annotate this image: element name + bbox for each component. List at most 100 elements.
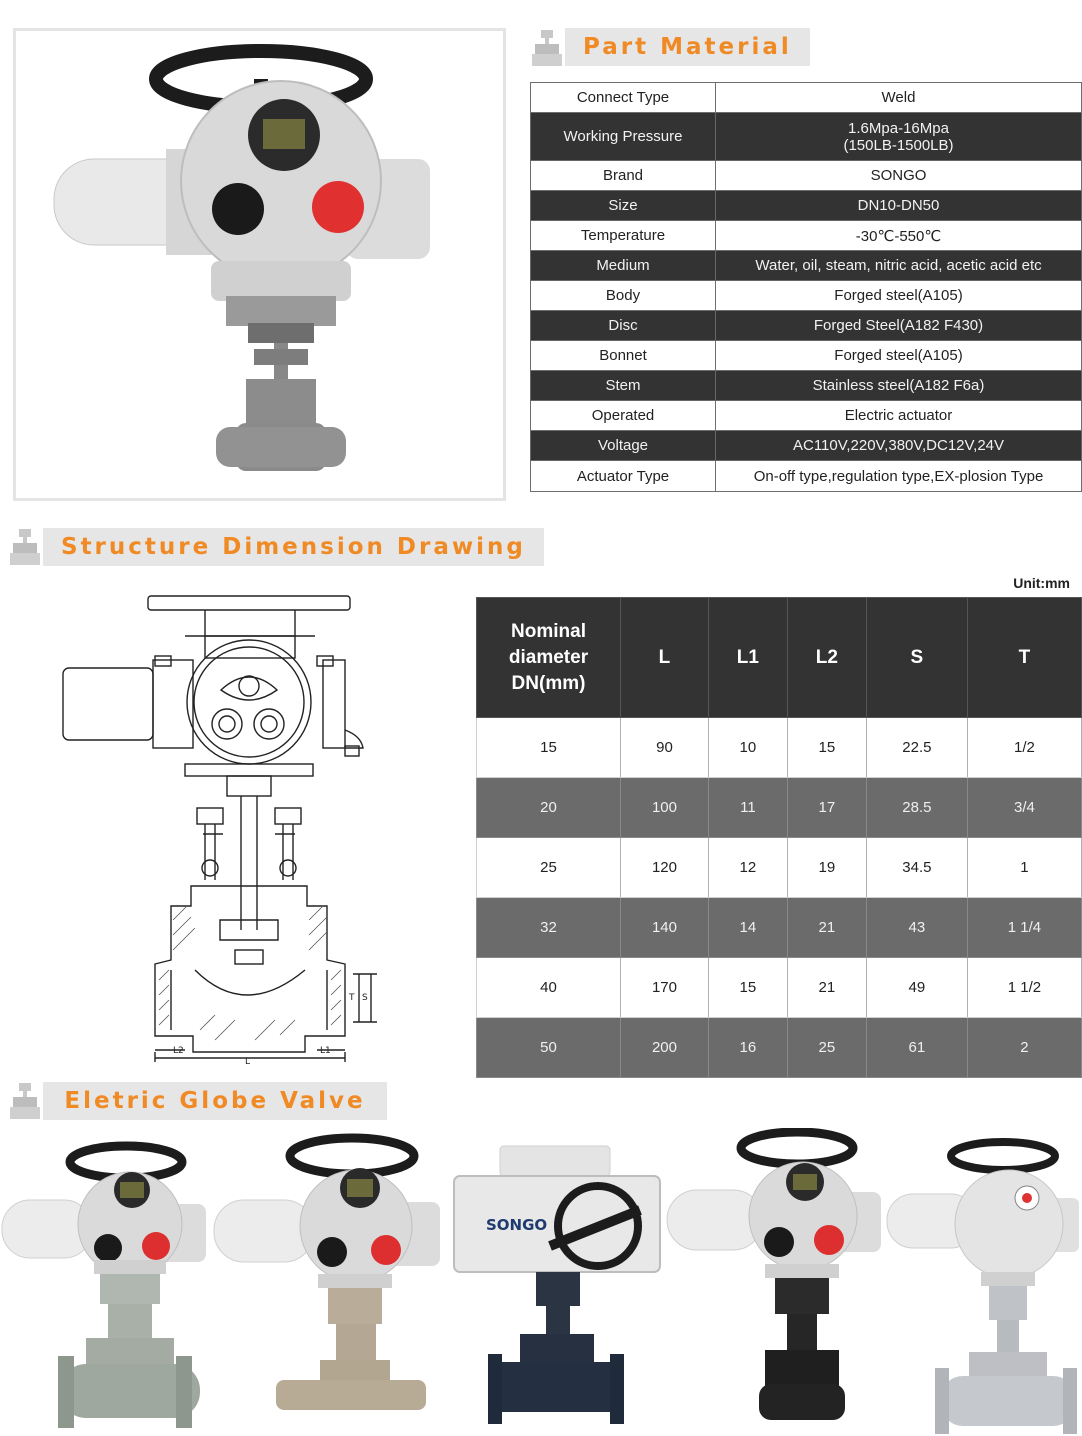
part-material-key: Actuator Type bbox=[530, 460, 716, 492]
part-material-row: Temperature-30℃-550℃ bbox=[530, 220, 1082, 251]
dimension-cell: 25 bbox=[476, 837, 621, 898]
part-material-value: SONGO bbox=[715, 160, 1082, 191]
part-material-key: Body bbox=[530, 280, 716, 311]
dimension-cell: 1/2 bbox=[966, 717, 1082, 778]
dimension-cell: 140 bbox=[620, 897, 709, 958]
dimension-cell: 1 bbox=[966, 837, 1082, 898]
dimension-cell: 120 bbox=[620, 837, 709, 898]
dimension-cell: 1 1/4 bbox=[966, 897, 1082, 958]
part-material-key: Temperature bbox=[530, 220, 716, 251]
part-material-key: Stem bbox=[530, 370, 716, 401]
header-nominal-diameter: Nominal diameter DN(mm) bbox=[476, 597, 621, 718]
dimension-cell: 100 bbox=[620, 777, 709, 838]
part-material-key: Disc bbox=[530, 310, 716, 341]
part-material-value: On-off type,regulation type,EX-plosion T… bbox=[715, 460, 1082, 492]
gallery-brand-label: SONGO bbox=[486, 1216, 547, 1234]
dimension-cell: 90 bbox=[620, 717, 709, 778]
part-material-value-line: 1.6Mpa-16Mpa bbox=[848, 119, 949, 137]
part-material-key: Medium bbox=[530, 250, 716, 281]
header-t: T bbox=[966, 597, 1082, 718]
part-material-value: 1.6Mpa-16Mpa(150LB-1500LB) bbox=[715, 112, 1082, 161]
dim-label-l: L bbox=[245, 1057, 250, 1067]
part-material-key: Working Pressure bbox=[530, 112, 716, 161]
part-material-value: Weld bbox=[715, 82, 1082, 113]
dimension-cell: 170 bbox=[620, 957, 709, 1018]
valve-section-icon bbox=[10, 529, 40, 565]
dim-label-s: S bbox=[362, 993, 368, 1003]
part-material-value: -30℃-550℃ bbox=[715, 220, 1082, 251]
dim-label-l2: L2 bbox=[173, 1046, 184, 1056]
part-material-key: Brand bbox=[530, 160, 716, 191]
part-material-value: AC110V,220V,380V,DC12V,24V bbox=[715, 430, 1082, 461]
header-l: L bbox=[620, 597, 709, 718]
dimension-cell: 12 bbox=[707, 837, 788, 898]
dimension-cell: 32 bbox=[476, 897, 621, 958]
header-l2: L2 bbox=[786, 597, 867, 718]
dimension-cell: 49 bbox=[865, 957, 968, 1018]
part-material-value: Forged Steel(A182 F430) bbox=[715, 310, 1082, 341]
dimension-cell: 19 bbox=[786, 837, 867, 898]
unit-label: Unit:mm bbox=[1013, 575, 1070, 591]
header-l1: L1 bbox=[707, 597, 788, 718]
dimension-cell: 11 bbox=[707, 777, 788, 838]
dimension-cell: 25 bbox=[786, 1017, 867, 1078]
dimension-cell: 14 bbox=[707, 897, 788, 958]
valve-section-icon bbox=[532, 30, 562, 66]
dimension-cell: 40 bbox=[476, 957, 621, 1018]
part-material-key: Connect Type bbox=[530, 82, 716, 113]
dimension-cell: 43 bbox=[865, 897, 968, 958]
gallery-valve-2 bbox=[213, 1133, 440, 1410]
valve-section-icon bbox=[10, 1083, 40, 1119]
dimension-cell: 15 bbox=[707, 957, 788, 1018]
dimension-cell: 22.5 bbox=[865, 717, 968, 778]
dimension-cell: 17 bbox=[786, 777, 867, 838]
gallery-valve-5 bbox=[886, 1138, 1079, 1434]
dimension-cell: 16 bbox=[707, 1017, 788, 1078]
part-material-value-line: (150LB-1500LB) bbox=[843, 136, 954, 154]
dimension-cell: 200 bbox=[620, 1017, 709, 1078]
section-title-gallery: Eletric Globe Valve bbox=[43, 1082, 387, 1120]
header-s: S bbox=[865, 597, 968, 718]
part-material-key: Size bbox=[530, 190, 716, 221]
dimension-cell: 10 bbox=[707, 717, 788, 778]
part-material-value: Forged steel(A105) bbox=[715, 340, 1082, 371]
dimension-cell: 50 bbox=[476, 1017, 621, 1078]
dimension-cell: 61 bbox=[865, 1017, 968, 1078]
dimension-cell: 15 bbox=[786, 717, 867, 778]
part-material-value: Stainless steel(A182 F6a) bbox=[715, 370, 1082, 401]
dimension-cell: 34.5 bbox=[865, 837, 968, 898]
part-material-value: Forged steel(A105) bbox=[715, 280, 1082, 311]
section-title-structure: Structure Dimension Drawing bbox=[43, 528, 544, 566]
part-material-value: Water, oil, steam, nitric acid, acetic a… bbox=[715, 250, 1082, 281]
gallery-valve-4 bbox=[666, 1128, 881, 1420]
dimension-cell: 21 bbox=[786, 957, 867, 1018]
dimension-cell: 28.5 bbox=[865, 777, 968, 838]
section-title-part-material: Part Material bbox=[565, 28, 810, 66]
dimension-cell: 1 1/2 bbox=[966, 957, 1082, 1018]
structure-dimension-drawing: L2 L L1 T S bbox=[62, 595, 377, 1067]
dimension-cell: 3/4 bbox=[966, 777, 1082, 838]
part-material-value: DN10-DN50 bbox=[715, 190, 1082, 221]
hero-product-photo bbox=[13, 28, 506, 501]
dimension-cell: 2 bbox=[966, 1017, 1082, 1078]
gallery-valve-1 bbox=[1, 1141, 206, 1428]
dimension-cell: 15 bbox=[476, 717, 621, 778]
dimension-cell: 20 bbox=[476, 777, 621, 838]
